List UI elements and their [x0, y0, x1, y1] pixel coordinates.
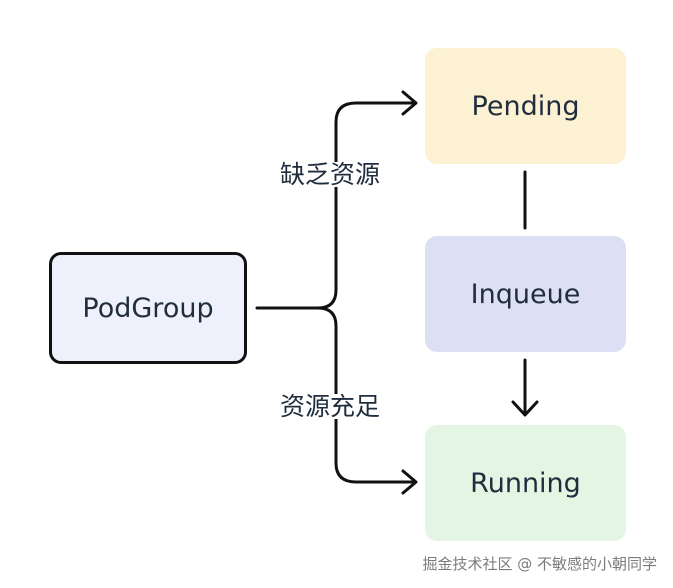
podgroup-node: PodGroup	[49, 252, 247, 364]
inqueue-label: Inqueue	[470, 278, 581, 310]
watermark: 掘金技术社区 @ 不敏感的小朝同学	[422, 555, 657, 573]
pending-label: Pending	[471, 90, 580, 122]
running-node: Running	[425, 425, 626, 541]
branch-brace	[316, 101, 416, 310]
enough-resources-label: 资源充足	[278, 392, 383, 421]
branch-brace-lower	[316, 306, 416, 484]
arrowhead-to-pending	[401, 90, 418, 116]
inqueue-node: Inqueue	[425, 236, 626, 352]
arrowhead-to-running	[401, 469, 418, 495]
running-label: Running	[470, 467, 581, 499]
pending-node: Pending	[425, 48, 626, 164]
podgroup-label: PodGroup	[82, 292, 214, 324]
lack-resources-label: 缺乏资源	[278, 160, 383, 189]
arrowhead-to-running-vertical	[511, 400, 539, 417]
